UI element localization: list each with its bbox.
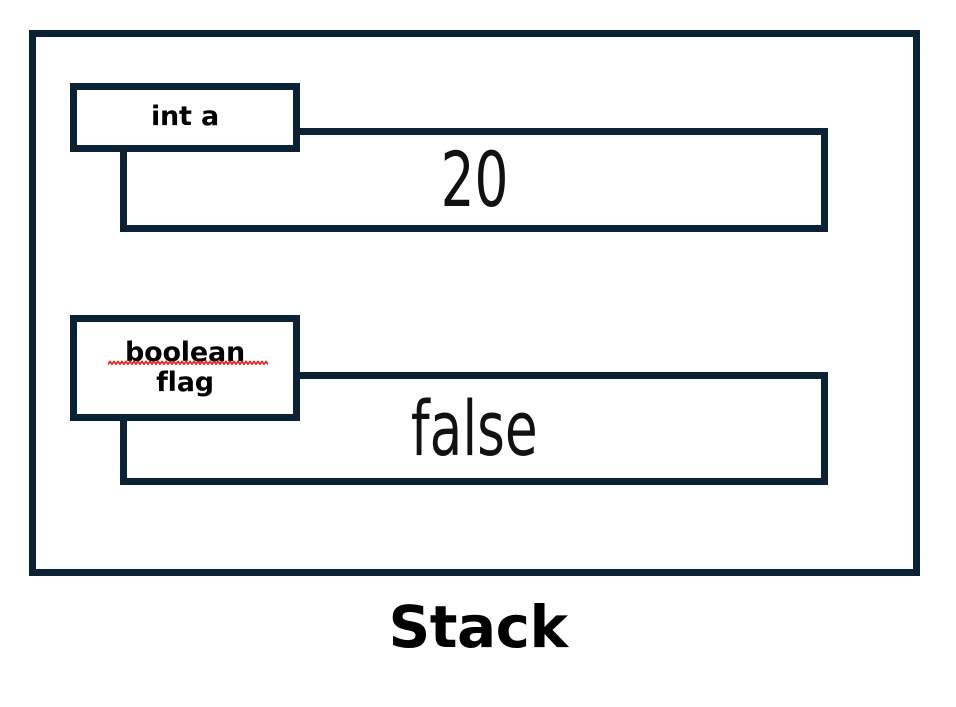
variable-label-boolean-flag-line1: boolean xyxy=(124,336,246,368)
stack-caption: Stack xyxy=(388,593,568,661)
stack-frame xyxy=(29,30,920,576)
variable-label-box-int-a: int a xyxy=(70,83,300,152)
variable-label-int-a: int a xyxy=(150,101,219,133)
variable-value-boolean-flag: false xyxy=(410,383,538,473)
variable-value-int-a: 20 xyxy=(440,135,508,224)
variable-value-box-int-a: 20 xyxy=(120,128,828,232)
variable-label-box-boolean-flag: boolean flag xyxy=(70,315,300,421)
variable-label-boolean-flag-line2: flag xyxy=(156,367,214,398)
